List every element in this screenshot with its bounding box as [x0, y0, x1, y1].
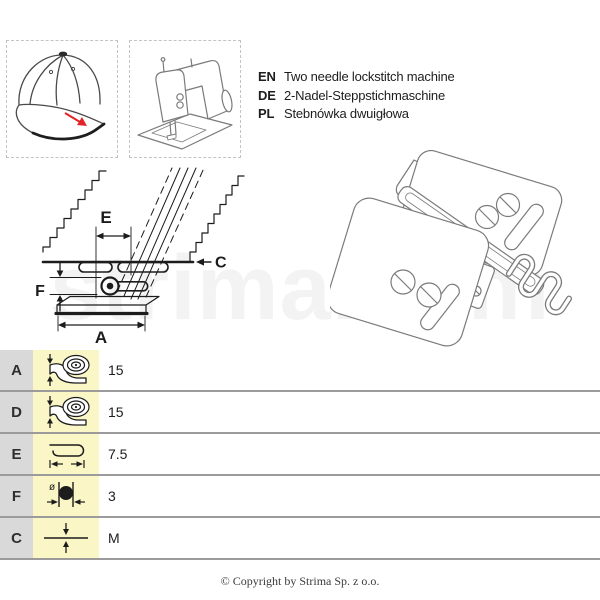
copyright-text: © Copyright by Strima Sp. z o.o. [220, 574, 380, 588]
cap-eyelet [48, 69, 54, 75]
tape-roll-width-icon [47, 354, 90, 386]
c-arrowhead [196, 258, 204, 266]
param-value: 15 [99, 350, 600, 390]
param-value: 7.5 [99, 434, 600, 474]
param-letter: D [0, 392, 33, 432]
dim-label-e: E [100, 208, 111, 227]
tape-band [116, 167, 205, 300]
material-thickness-icon [44, 523, 88, 553]
lang-code: PL [258, 106, 275, 121]
binding-fold-right [117, 261, 169, 273]
table-row-a: A 15 [0, 350, 600, 392]
machine-head [155, 69, 189, 123]
binder-attachment-illustration [330, 150, 573, 347]
platform [56, 295, 160, 314]
spec-table: A 15 [0, 350, 600, 560]
lang-code: DE [258, 87, 276, 103]
language-list: EN Two needle lockstitch machine DE 2-Na… [258, 68, 455, 124]
cap-illustration-frame [6, 40, 118, 158]
machine-arm [175, 59, 228, 120]
lang-label: Two needle lockstitch machine [284, 69, 455, 84]
svg-text:ø: ø [49, 482, 55, 493]
red-arrow-icon [64, 112, 87, 126]
lang-code: EN [258, 69, 276, 84]
dim-label-c: C [215, 255, 227, 272]
cap-button [58, 51, 68, 57]
back-plate-screws [474, 192, 521, 230]
param-letter: F [0, 476, 33, 516]
lang-row-en: EN Two needle lockstitch machine [258, 68, 455, 87]
sewing-machine-illustration [137, 57, 233, 150]
fabric-zigzag-right [189, 175, 245, 263]
machine-handwheel [221, 89, 233, 113]
param-value: 15 [99, 392, 600, 432]
baseball-cap-illustration [15, 51, 106, 141]
back-plate-slot [504, 203, 544, 251]
lang-label: 2-Nadel-Steppstichmaschine [284, 87, 445, 103]
param-value: 3 [99, 476, 600, 516]
dim-label-f: F [35, 283, 45, 300]
binding-fold-left [78, 261, 113, 273]
dim-label-a: A [95, 328, 107, 347]
cord-dot [106, 282, 114, 290]
fabric-zigzag-left [42, 170, 107, 253]
lang-row-de: DE 2-Nadel-Steppstichmaschine [258, 87, 455, 106]
param-value: M [99, 518, 600, 558]
cap-eyelet [70, 66, 76, 72]
param-letter: A [0, 350, 33, 390]
cord-diameter-icon: ø [47, 482, 85, 507]
table-row-e: E 7.5 [0, 434, 600, 476]
binding-cross-section-diagram: E C F A [35, 167, 245, 347]
lang-row-pl: PL Stebnówka dwuigłowa [258, 105, 455, 124]
table-row-f: F ø 3 [0, 476, 600, 518]
table-row-d: D 15 [0, 392, 600, 434]
cord-channel [100, 276, 120, 296]
wire-guide-serpentine [505, 253, 573, 316]
folded-tape-width-icon [49, 444, 85, 468]
machine-illustration-frame [129, 40, 241, 158]
cap-brim-edge [31, 122, 106, 141]
table-row-c: C M [0, 518, 600, 560]
lang-label: Stebnówka dwuigłowa [284, 106, 409, 121]
param-letter: C [0, 518, 33, 558]
front-plate-screws [390, 269, 442, 308]
tape-roll-width-icon [47, 396, 90, 428]
param-letter: E [0, 434, 33, 474]
